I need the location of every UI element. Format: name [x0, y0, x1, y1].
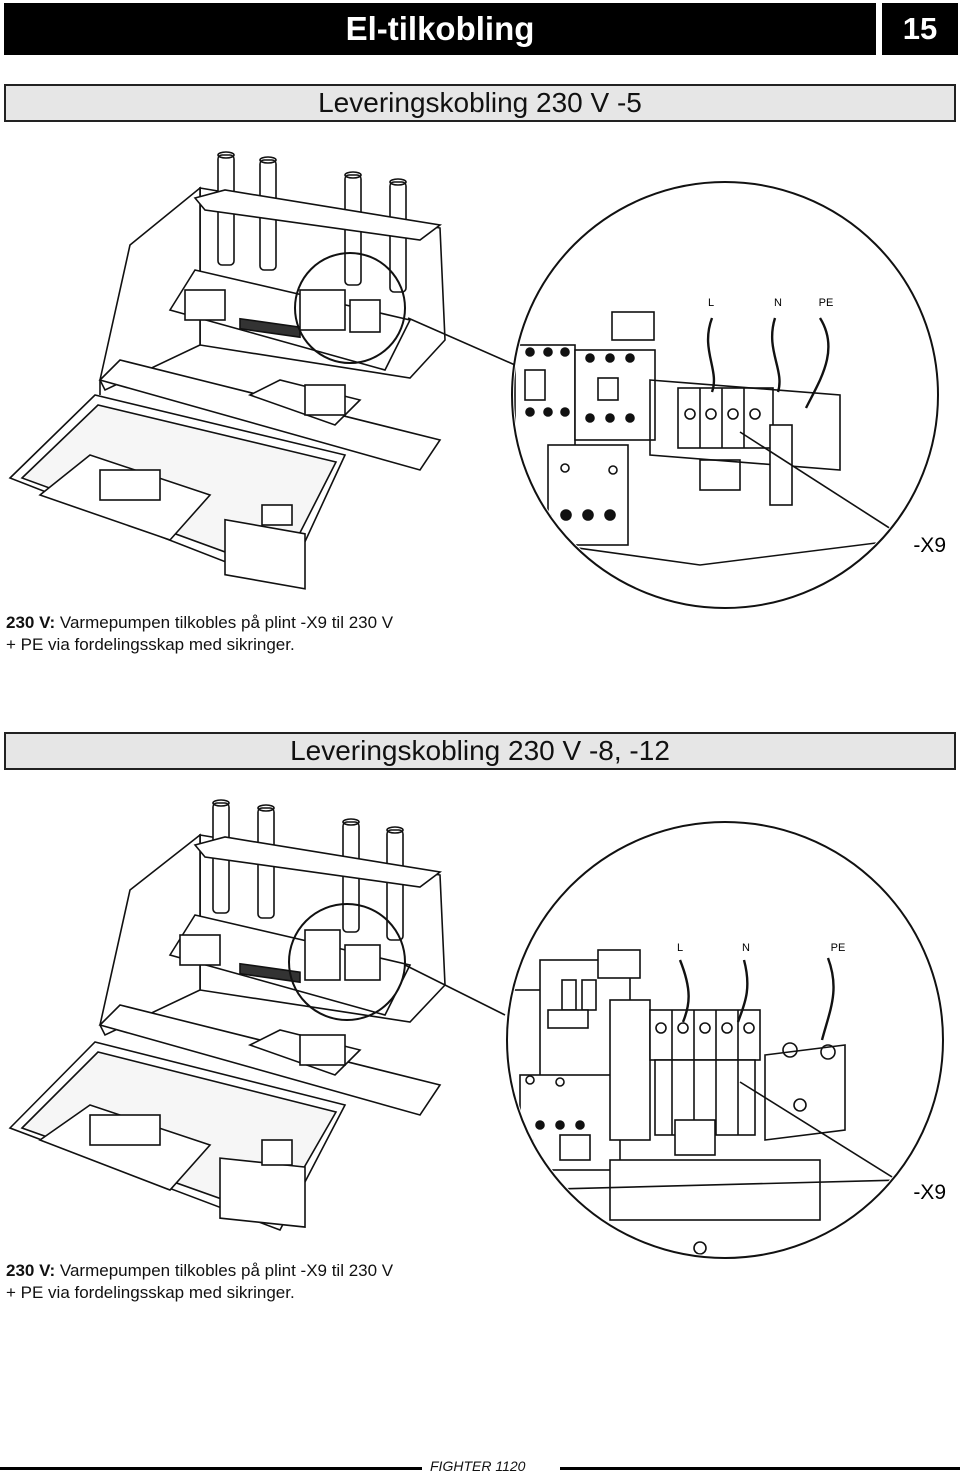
caption-bold: 230 V:: [6, 613, 56, 632]
page-header-title: El-tilkobling: [4, 3, 876, 55]
section2-label-pe: PE: [831, 942, 846, 954]
section1-title: Leveringskobling 230 V -5: [4, 84, 956, 122]
footer-rule-right: [560, 1467, 960, 1470]
section2-title: Leveringskobling 230 V -8, -12: [4, 732, 956, 770]
caption-bold: 230 V:: [6, 1261, 56, 1280]
footer-rule-left: [0, 1467, 422, 1470]
page-footer: FIGHTER 1120: [0, 1458, 960, 1474]
section1-label-l: L: [708, 297, 714, 309]
section1-label-pe: PE: [819, 297, 834, 309]
section1-terminal-label: -X9: [913, 534, 946, 557]
section2-terminal-label: -X9: [913, 1181, 946, 1204]
section2-caption: 230 V: Varmepumpen tilkobles på plint -X…: [6, 1260, 393, 1304]
page-number: 15: [882, 3, 958, 55]
section2-label-l: L: [677, 942, 683, 954]
caption-line2: + PE via fordelingsskap med sikringer.: [6, 1283, 295, 1302]
caption-line1: Varmepumpen tilkobles på plint -X9 til 2…: [55, 1261, 394, 1280]
footer-product-name: FIGHTER 1120: [430, 1458, 526, 1474]
section1-wiring-illustration: L N PE -X9: [8, 151, 946, 609]
section2-wiring-illustration: L N PE -X9: [8, 799, 946, 1259]
section1-label-n: N: [774, 297, 782, 309]
section1-caption: 230 V: Varmepumpen tilkobles på plint -X…: [6, 612, 393, 656]
section2-label-n: N: [742, 942, 750, 954]
caption-line1: Varmepumpen tilkobles på plint -X9 til 2…: [55, 613, 394, 632]
caption-line2: + PE via fordelingsskap med sikringer.: [6, 635, 295, 654]
